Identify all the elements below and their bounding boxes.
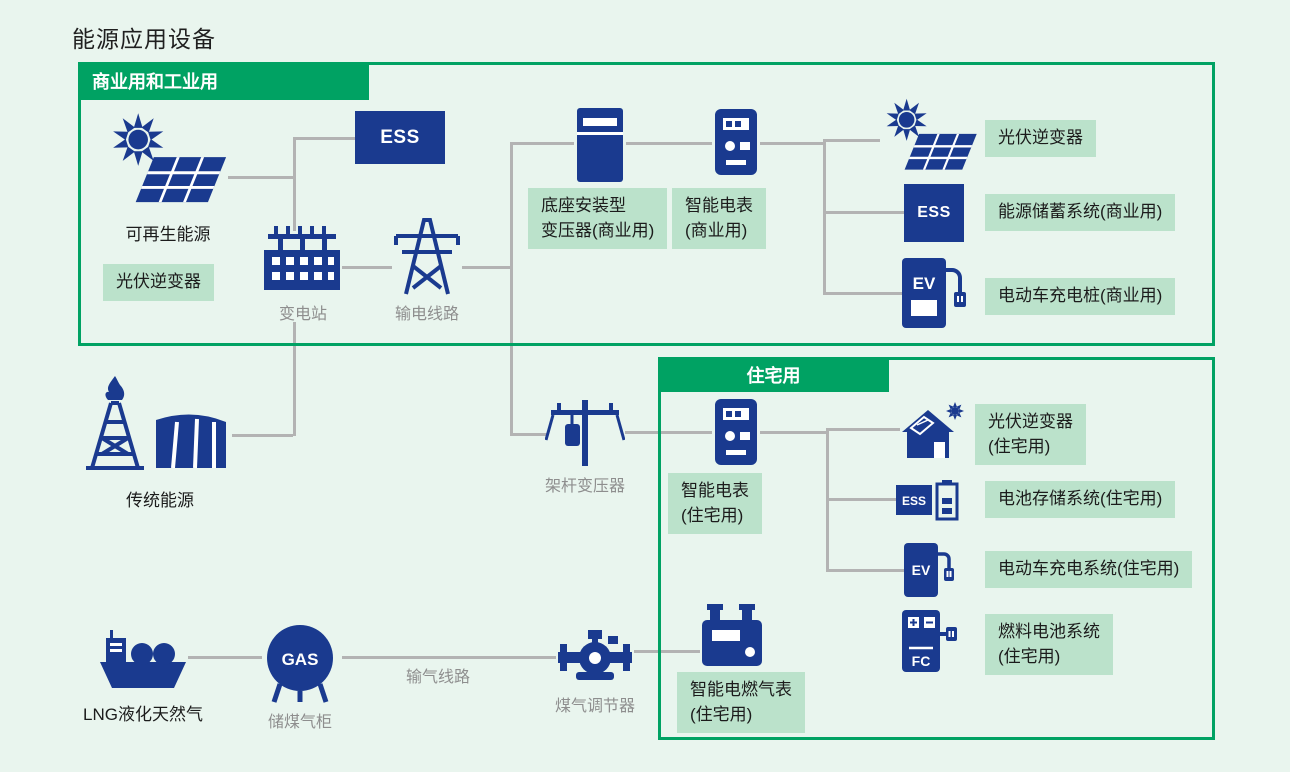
pv-inverter-chip-left: 光伏逆变器 [103, 264, 214, 301]
connector-line [510, 142, 513, 436]
energy-storage-commercial-chip: 能源储蓄系统(商业用) [985, 194, 1176, 231]
smart-gas-meter-chip: 智能电燃气表 (住宅用) [677, 672, 805, 734]
connector-line [826, 211, 904, 214]
connector-line [826, 428, 829, 572]
commercial-industrial-header: 商业用和工业用 [78, 62, 369, 100]
smart-meter-commercial-chip-line1: 智能电表 [685, 196, 753, 215]
gas-regulator-icon [556, 626, 634, 690]
ev-text: EV [913, 274, 936, 293]
fuel-cell-icon: FC [900, 608, 958, 674]
connector-line [829, 498, 896, 501]
connector-line [232, 434, 293, 437]
connector-line [625, 431, 712, 434]
residential-header: 住宅用 [658, 357, 889, 392]
pv-inverter-residential-chip-line1: 光伏逆变器 [988, 412, 1073, 431]
connector-line [513, 142, 574, 145]
ev-charger-icon: EV [902, 541, 956, 599]
smart-gas-meter-chip-line1: 智能电燃气表 [690, 680, 792, 699]
transmission-lines-label: 输电线路 [394, 306, 459, 323]
connector-line [823, 139, 826, 295]
connector-line [462, 266, 513, 269]
connector-line [634, 650, 700, 653]
ev-charger-commercial-chip: 电动车充电桩(商业用) [985, 278, 1176, 315]
traditional-energy-label: 传统能源 [126, 491, 194, 510]
smart-meter-residential-chip: 智能电表 (住宅用) [668, 473, 762, 535]
gas-pipeline-label: 输气线路 [405, 669, 470, 686]
house-solar-icon [900, 402, 964, 460]
fuel-cell-residential-chip: 燃料电池系统 (住宅用) [985, 614, 1113, 676]
pad-transformer-chip-line2: 变压器(商业用) [541, 220, 655, 240]
solar-panel-sun-icon [105, 112, 230, 214]
connector-line [342, 266, 392, 269]
substation-label: 变电站 [278, 306, 327, 323]
gas-tank-label: 储煤气柜 [267, 714, 332, 731]
page-title: 能源应用设备 [72, 26, 216, 52]
smart-meter-residential-chip-line2: (住宅用) [681, 505, 744, 525]
lng-label: LNG液化天然气 [83, 705, 203, 724]
pv-inverter-residential-chip: 光伏逆变器 (住宅用) [975, 404, 1086, 466]
battery-storage-residential-chip: 电池存储系统(住宅用) [985, 481, 1176, 518]
lng-ship-icon [98, 608, 188, 696]
renewable-energy-label: 可再生能源 [125, 225, 211, 244]
connector-line [342, 656, 556, 659]
commercial-industrial-box [78, 62, 1215, 346]
connector-line [188, 656, 262, 659]
pad-transformer-chip: 底座安装型 变压器(商业用) [528, 188, 668, 250]
fuel-cell-chip-line1: 燃料电池系统 [998, 622, 1100, 641]
residential-box [658, 357, 1215, 740]
connector-line [513, 433, 547, 436]
connector-line [829, 569, 904, 572]
pad-transformer-chip-line1: 底座安装型 [541, 196, 626, 215]
commercial-industrial-header-label: 商业用和工业用 [92, 72, 218, 92]
oil-derrick-icon [84, 376, 146, 472]
connector-line [760, 431, 828, 434]
connector-line [296, 137, 355, 140]
smart-gas-meter-icon [698, 604, 766, 670]
home-battery-icon: ESS [896, 479, 960, 521]
connector-line [829, 428, 900, 431]
fuel-cell-chip-line2: (住宅用) [998, 646, 1061, 666]
pv-inverter-residential-chip-line2: (住宅用) [988, 436, 1051, 456]
connector-line [760, 142, 826, 145]
hydro-dam-icon [152, 408, 230, 472]
ev-charger-icon: EV [900, 256, 966, 332]
transmission-tower-icon [392, 214, 462, 296]
fc-text: FC [912, 653, 931, 669]
smart-meter-commercial-chip-line2: (商业用) [685, 220, 748, 240]
connector-line [228, 176, 295, 179]
ess-box-icon: ESS [904, 184, 964, 242]
ess-text: ESS [902, 494, 926, 508]
pv-inverter-commercial-chip: 光伏逆变器 [985, 120, 1096, 157]
pole-transformer-label: 架杆变压器 [544, 478, 625, 495]
residential-header-label: 住宅用 [746, 365, 801, 386]
connector-line [626, 142, 712, 145]
pad-transformer-icon [574, 104, 626, 186]
connector-line [293, 322, 296, 436]
ev-text: EV [912, 562, 931, 578]
smart-meter-residential-chip-line1: 智能电表 [681, 481, 749, 500]
connector-line [293, 137, 296, 231]
connector-line [826, 292, 902, 295]
smart-meter-commercial-chip: 智能电表 (商业用) [672, 188, 766, 250]
solar-panel-sun-icon [880, 98, 980, 179]
gas-tank-icon: GAS [260, 620, 340, 704]
gas-regulator-label: 煤气调节器 [554, 698, 635, 715]
smart-meter-icon [712, 106, 760, 178]
gas-text: GAS [282, 650, 319, 669]
ev-charging-residential-chip: 电动车充电系统(住宅用) [985, 551, 1193, 588]
ess-box-icon: ESS [355, 111, 445, 164]
connector-line [826, 139, 880, 142]
smart-meter-icon [712, 396, 760, 468]
smart-gas-meter-chip-line2: (住宅用) [690, 704, 753, 724]
substation-icon [262, 224, 342, 296]
pole-transformer-icon [545, 398, 625, 468]
